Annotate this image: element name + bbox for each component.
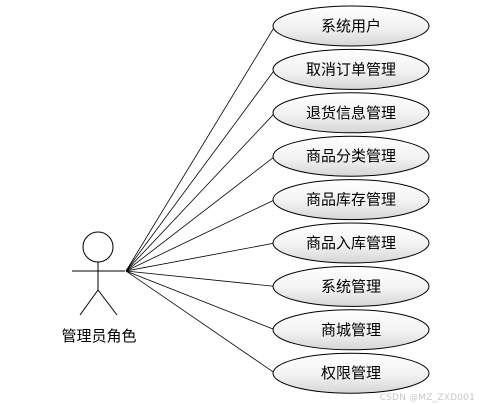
association-line (125, 242, 276, 272)
use-case-label: 商城管理 (321, 321, 381, 339)
actor-right-leg (97, 289, 118, 316)
use-case-ellipse (272, 179, 430, 221)
use-case-label: 取消订单管理 (306, 60, 396, 78)
association-line (125, 270, 276, 287)
use-case-ellipse (272, 48, 430, 90)
use-case-label: 系统用户 (321, 17, 381, 35)
use-case-label: 商品分类管理 (306, 147, 396, 165)
use-case-ellipse (272, 352, 430, 394)
use-case-label: 权限管理 (321, 364, 381, 382)
use-case-node: 商品入库管理 (272, 222, 430, 264)
use-case-node: 权限管理 (272, 352, 430, 394)
use-case-node: 商品库存管理 (272, 179, 430, 221)
actor-label: 管理员角色 (61, 327, 136, 345)
use-case-node: 取消订单管理 (272, 48, 430, 90)
use-case-node: 退货信息管理 (272, 92, 430, 134)
use-case-ellipse (272, 5, 430, 47)
use-case-ellipse (272, 222, 430, 264)
association-line (125, 155, 276, 272)
use-case-node: 商城管理 (272, 309, 430, 351)
use-case-ellipse (272, 265, 430, 307)
use-case-ellipse (272, 92, 430, 134)
association-line (125, 199, 276, 272)
association-line (125, 69, 276, 272)
use-case-node: 系统用户 (272, 5, 430, 47)
use-case-node: 商品分类管理 (272, 135, 430, 177)
association-line (125, 270, 276, 331)
use-case-node: 系统管理 (272, 265, 430, 307)
association-line (125, 25, 276, 272)
use-cases: 系统用户取消订单管理退货信息管理商品分类管理商品库存管理商品入库管理系统管理商城… (272, 5, 430, 394)
watermark: CSDN @MZ_ZXD001 (379, 393, 475, 403)
use-case-ellipse (272, 309, 430, 351)
use-case-label: 退货信息管理 (306, 104, 396, 122)
actor-left-leg (79, 289, 99, 316)
association-lines (125, 25, 276, 374)
actor-head (82, 231, 114, 263)
use-case-label: 商品入库管理 (306, 234, 396, 252)
use-case-ellipse (272, 135, 430, 177)
actor-admin: 管理员角色 (61, 231, 137, 345)
association-line (125, 270, 276, 374)
use-case-label: 商品库存管理 (306, 191, 396, 209)
association-line (125, 112, 276, 272)
use-case-label: 系统管理 (321, 277, 381, 295)
